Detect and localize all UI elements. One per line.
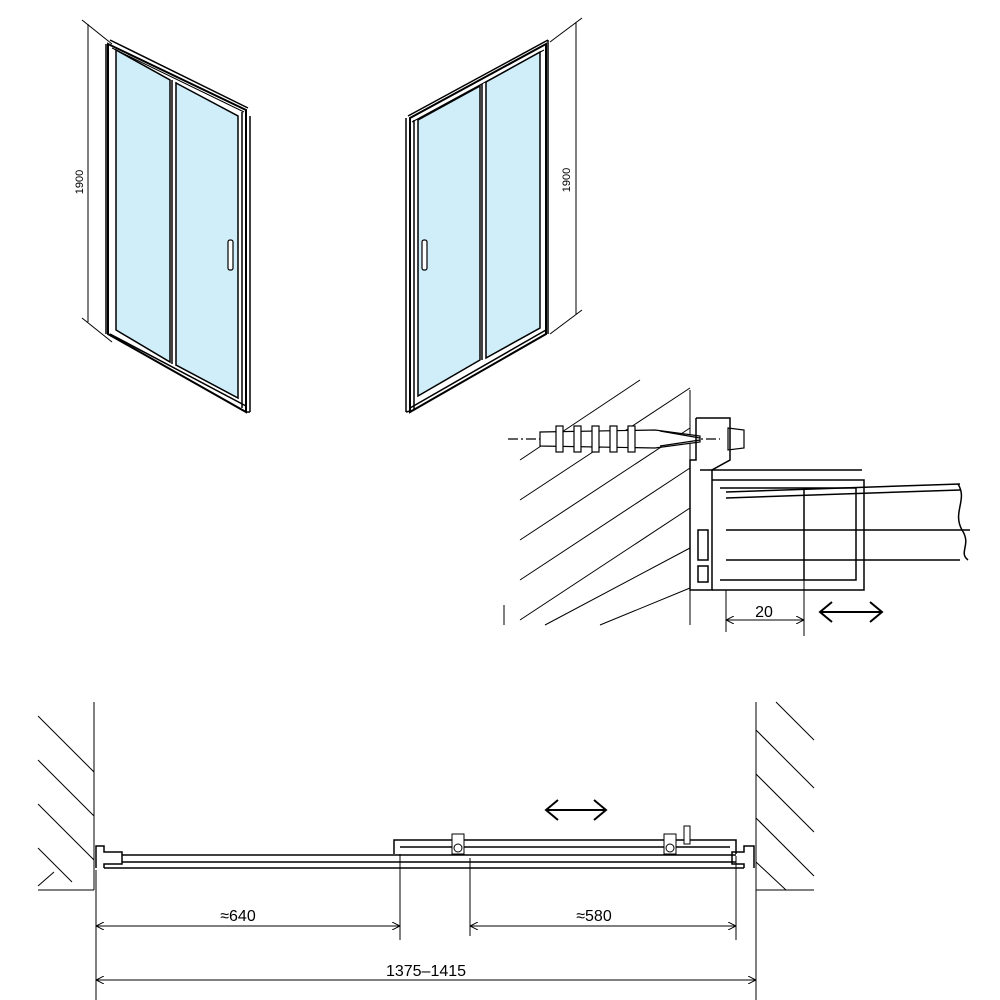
wall-profile (689, 417, 865, 591)
plan-right-wall-profile (731, 845, 755, 868)
right-fixed-panel-glass (485, 50, 541, 360)
right-height-dimension (549, 17, 583, 335)
wall-anchor-dowel-icon (508, 425, 745, 453)
plan-dim-left-label: ≈640 (220, 908, 256, 925)
right-door-handle-icon (421, 239, 428, 271)
right-height-label: 1900 (561, 168, 573, 192)
plan-double-arrow-icon (544, 799, 608, 821)
offset-dimension (725, 560, 805, 636)
plan-dim-right-label: ≈580 (576, 908, 612, 925)
right-isometric-view: 1900 (405, 17, 583, 414)
plan-left-wall-hatch (37, 702, 95, 891)
right-sliding-panel-glass (417, 84, 481, 398)
right-door-frame (405, 39, 549, 414)
wall-fixing-detail (503, 379, 970, 636)
detail-glass-panel (725, 483, 970, 580)
plan-right-wall-hatch (755, 701, 815, 891)
left-height-dimension (81, 19, 113, 343)
plan-view (37, 701, 815, 1000)
detail-double-arrow-icon (818, 601, 884, 623)
plan-roller-icon (451, 825, 691, 855)
left-isometric-view: 1900 (74, 19, 251, 414)
plan-dimensions (95, 854, 757, 1000)
left-door-frame (105, 39, 251, 414)
left-door-handle-icon (227, 239, 234, 271)
offset-label: 20 (755, 604, 773, 621)
plan-left-wall-profile (95, 845, 123, 868)
plan-fixed-panel (104, 854, 744, 869)
detail-wall-hatch (503, 379, 691, 626)
left-height-label: 1900 (74, 170, 86, 194)
plan-dim-total-label: 1375–1415 (386, 963, 466, 980)
left-fixed-panel-glass (115, 48, 171, 364)
